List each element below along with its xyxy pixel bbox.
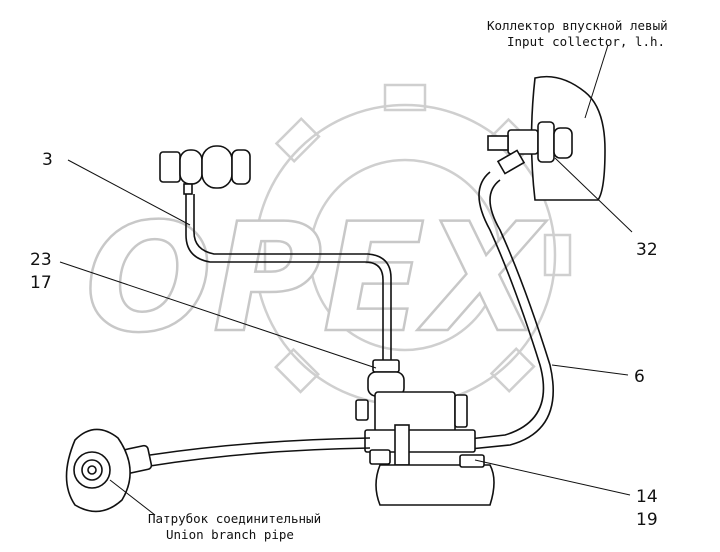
leader-3: [67, 159, 191, 226]
callout-6: 6: [634, 367, 645, 387]
leader-collector: [584, 44, 609, 119]
leader-32: [554, 157, 633, 233]
leader-6: [551, 364, 629, 376]
callout-32: 32: [636, 240, 658, 260]
hose-6-a: [459, 171, 545, 441]
valve-assembly: [355, 359, 476, 466]
collector-label-en: Input collector, l.h.: [507, 34, 665, 49]
union-label-ru: Патрубок соединительный: [148, 511, 321, 526]
callout-14: 14: [636, 487, 658, 507]
collector-fitting: [487, 121, 573, 175]
leader-union: [109, 479, 156, 516]
watermark-text: OPEX: [85, 192, 547, 366]
union-hose-b: [149, 447, 371, 467]
callout-23: 23: [30, 250, 52, 270]
leader-14-19: [474, 459, 631, 496]
collector-label-ru: Коллектор впускной левый: [487, 18, 668, 33]
union-branch-pipe: [65, 428, 131, 513]
leader-23-17: [59, 261, 377, 369]
union-label-en: Union branch pipe: [166, 527, 294, 542]
callout-19: 19: [636, 510, 658, 530]
tube-3-b: [193, 194, 392, 360]
hose-6-b: [459, 179, 554, 451]
tube-3-a: [185, 194, 384, 360]
callout-3: 3: [42, 150, 53, 170]
top-fitting: [159, 145, 251, 195]
union-hose-a: [149, 437, 371, 456]
bracket: [369, 449, 495, 506]
callout-17: 17: [30, 273, 52, 293]
